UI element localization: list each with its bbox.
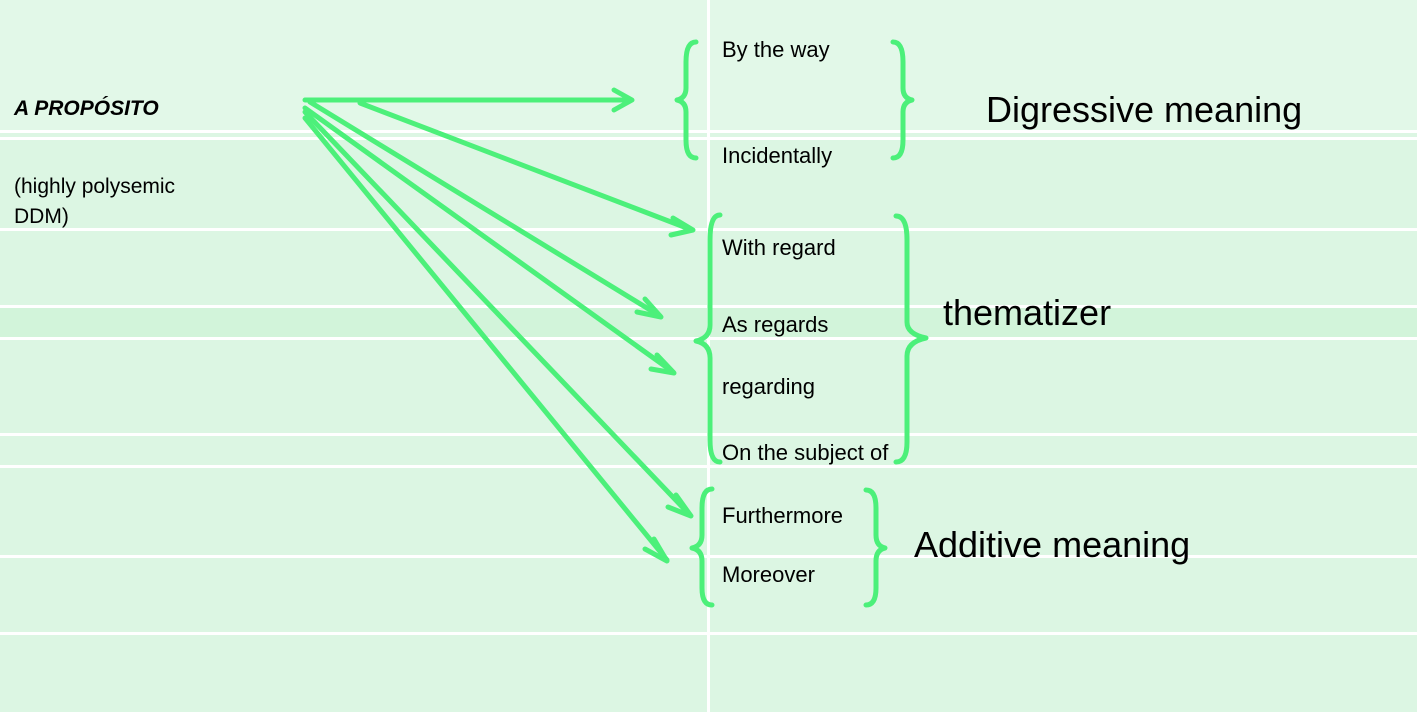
arrow-to-regarding [302,105,677,376]
left-brace-additive [689,486,715,608]
term-by-the-way: By the way [722,37,830,62]
right-brace-digressive [890,39,915,161]
term-moreover: Moreover [722,562,815,587]
term-regarding: regarding [722,374,815,399]
headword-label: A PROPÓSITO [14,97,159,120]
meaning-thematizer: thematizer [943,292,1112,333]
arrow-to-moreover [302,115,670,564]
term-with-regard: With regard [722,235,836,260]
meaning-additive: Additive meaning [914,524,1191,565]
arrow-to-by-the-way [302,87,635,113]
term-furthermore: Furthermore [722,503,844,528]
headword-note: (highly polysemic DDM) [14,175,176,228]
right-brace-thematizer [893,213,929,465]
term-as-regards: As regards [722,312,829,337]
term-incidentally: Incidentally [722,143,833,168]
arrow-to-as-regards [307,99,664,320]
term-on-the-subject-of: On the subject of [722,440,889,465]
left-brace-thematizer [693,212,723,465]
arrow-to-furthermore [302,109,694,519]
meaning-digressive: Digressive meaning [986,89,1303,130]
arrow-to-with-regard [357,100,696,238]
right-brace-additive [863,487,888,608]
left-brace-digressive [674,39,699,161]
